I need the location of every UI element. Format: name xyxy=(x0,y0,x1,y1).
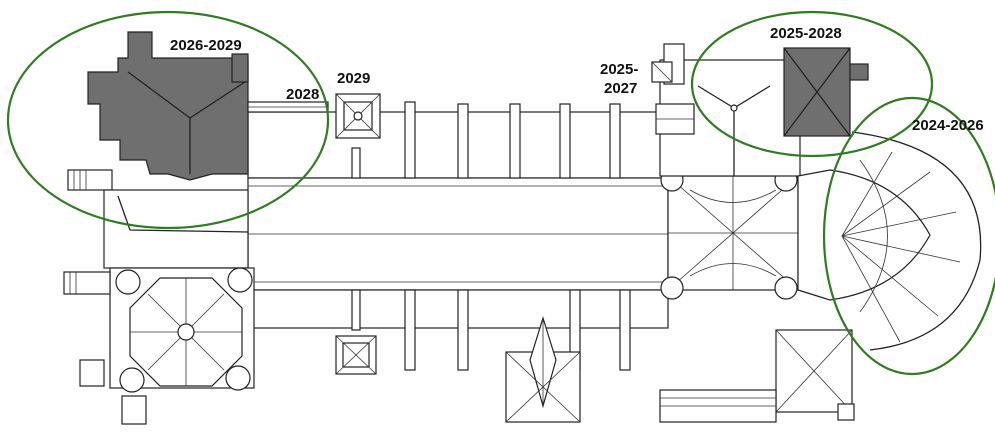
label-north-pier-chapel: 2029 xyxy=(337,70,370,87)
label-north-transept-porch-top: 2025- xyxy=(600,61,638,78)
label-north-east-chapel: 2025-2028 xyxy=(770,25,842,42)
highlight-ring-apse xyxy=(822,96,995,376)
north-west-tower xyxy=(67,31,249,191)
south-porch xyxy=(505,315,581,423)
west-facade xyxy=(103,189,249,269)
highlight-ring-north-east xyxy=(690,10,934,158)
south-buttresses xyxy=(351,289,631,371)
north-pier-chapel xyxy=(335,93,381,139)
north-transept xyxy=(651,43,801,177)
apse xyxy=(797,131,982,351)
south-pier-chapel xyxy=(335,335,377,375)
crossing xyxy=(660,168,799,300)
label-north-aisle-west: 2028 xyxy=(286,86,319,103)
south-east-chapel xyxy=(659,329,855,423)
label-north-transept-porch-bottom: 2027 xyxy=(604,80,637,97)
south-west-tower xyxy=(63,267,255,425)
label-north-west-tower: 2026-2029 xyxy=(170,37,242,54)
highlight-ring-north-west xyxy=(6,10,330,230)
north-east-chapel xyxy=(783,47,869,137)
north-buttresses xyxy=(351,101,621,179)
highlight-rings xyxy=(6,10,995,376)
north-aisle-strip xyxy=(247,101,329,113)
label-apse: 2024-2026 xyxy=(912,117,984,134)
